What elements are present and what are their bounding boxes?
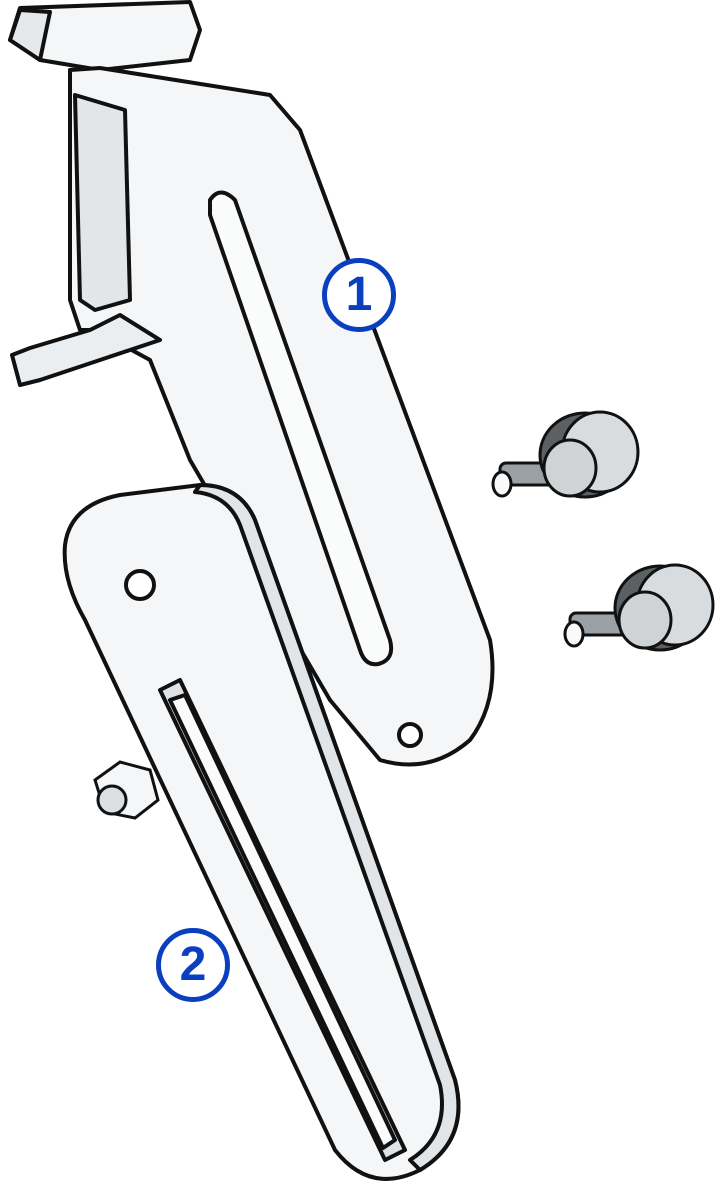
hex-nut xyxy=(93,760,160,820)
callout-1: 1 xyxy=(322,258,396,332)
thumb-knob-screw xyxy=(491,410,640,499)
thumb-knob-screw xyxy=(563,563,715,652)
upper-bracket xyxy=(8,0,495,767)
callout-2: 2 xyxy=(156,928,230,1002)
lower-bracket xyxy=(62,483,461,1181)
